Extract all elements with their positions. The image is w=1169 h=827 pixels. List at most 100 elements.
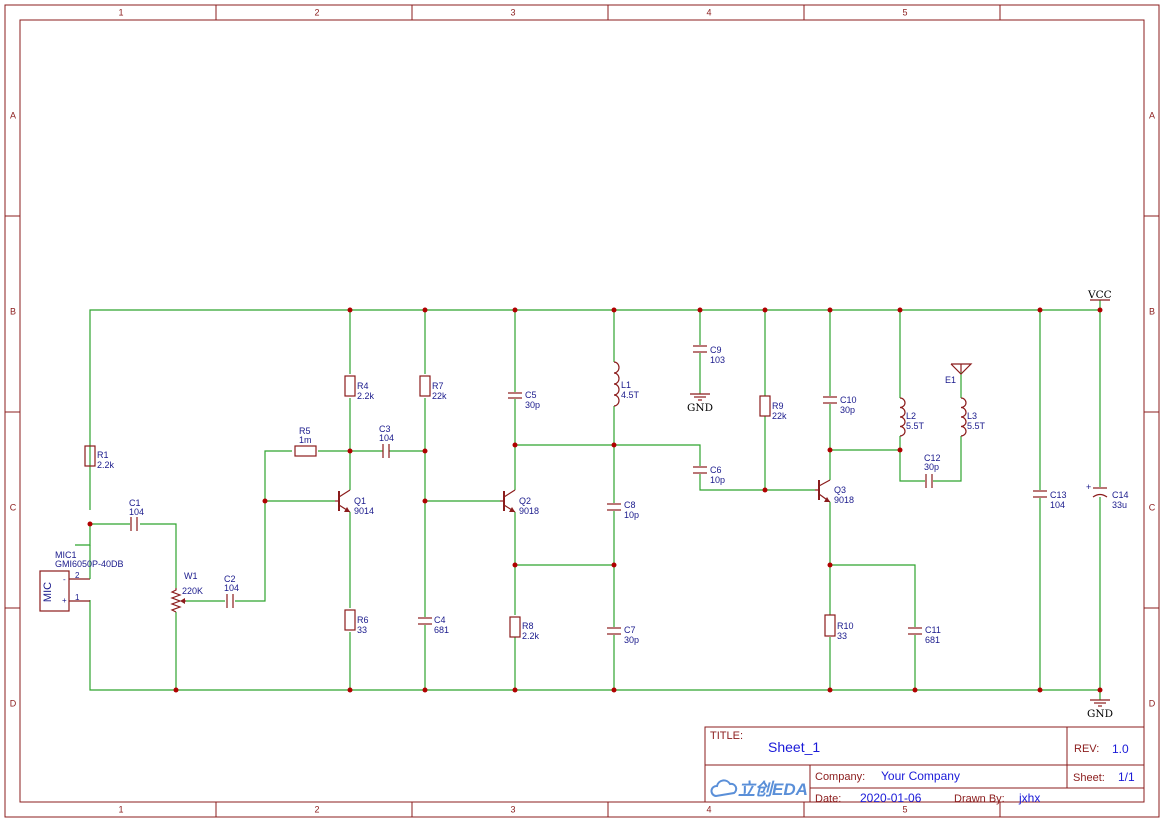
r1-ref: R1: [97, 450, 109, 460]
zone-row-c-left: C: [10, 502, 17, 512]
zone-row-d-left: D: [10, 698, 17, 708]
c14-plus: +: [1086, 482, 1091, 492]
resistor-r8[interactable]: R8 2.2k: [509, 616, 540, 641]
capacitor-c11[interactable]: C11 681: [908, 625, 941, 645]
c8-ref: C8: [624, 500, 636, 510]
l3-value: 5.5T: [967, 421, 986, 431]
microphone-mic1[interactable]: MIC1 GMI6050P-40DB MIC - + 2 1: [39, 545, 124, 612]
cloud-icon: [710, 779, 738, 798]
l1-ref: L1: [621, 380, 631, 390]
r9-value: 22k: [772, 411, 787, 421]
c9-value: 103: [710, 355, 725, 365]
inductor-l2[interactable]: L2 5.5T: [899, 397, 925, 437]
zone-col-2-bottom: 2: [314, 804, 319, 814]
c11-ref: C11: [925, 625, 941, 635]
r10-ref: R10: [837, 621, 854, 631]
rev-label: REV:: [1074, 743, 1099, 755]
c7-ref: C7: [624, 625, 636, 635]
gnd-symbol-c9: GND: [687, 393, 713, 414]
mic1-body-label: MIC: [42, 582, 54, 602]
zone-col-3-top: 3: [510, 7, 515, 17]
rev-value: 1.0: [1112, 742, 1129, 756]
zone-row-d-right: D: [1149, 698, 1156, 708]
resistor-r6[interactable]: R6 33: [344, 609, 369, 635]
inductor-l3[interactable]: L3 5.5T: [960, 397, 986, 437]
c14-ref: C14: [1112, 490, 1129, 500]
capacitor-c2[interactable]: C2 104: [224, 574, 239, 608]
l1-value: 4.5T: [621, 390, 640, 400]
capacitor-c3[interactable]: C3 104: [379, 424, 394, 458]
c14-value: 33u: [1112, 500, 1127, 510]
resistor-r4[interactable]: R4 2.2k: [344, 375, 375, 401]
capacitor-c5[interactable]: C5 30p: [508, 390, 540, 410]
resistor-r1[interactable]: R1 2.2k: [84, 445, 115, 470]
zone-col-2-top: 2: [314, 7, 319, 17]
resistor-r7[interactable]: R7 22k: [419, 375, 447, 401]
date-label: Date:: [815, 793, 841, 805]
transistor-q3[interactable]: Q3 9018: [815, 479, 854, 505]
c12-ref: C12: [924, 453, 941, 463]
title-label: TITLE:: [710, 730, 743, 742]
r8-ref: R8: [522, 621, 534, 631]
company-label: Company:: [815, 771, 865, 783]
mic1-pin-minus: -: [63, 575, 66, 584]
l2-ref: L2: [906, 411, 916, 421]
antenna-e1[interactable]: E1: [945, 363, 973, 385]
potentiometer-w1[interactable]: W1 220K: [170, 571, 203, 613]
mic1-pin2-number: 2: [75, 571, 80, 580]
gnd-label-c9: GND: [687, 402, 713, 414]
zone-col-4-bottom: 4: [706, 804, 711, 814]
c10-ref: C10: [840, 395, 857, 405]
zone-col-1-bottom: 1: [118, 804, 123, 814]
c5-value: 30p: [525, 400, 540, 410]
capacitor-c12[interactable]: C12 30p: [924, 453, 941, 488]
c6-ref: C6: [710, 465, 722, 475]
c9-ref: C9: [710, 345, 722, 355]
resistor-r5[interactable]: R5 1m: [294, 426, 317, 457]
r6-ref: R6: [357, 615, 369, 625]
c3-ref: C3: [379, 424, 391, 434]
resistor-r10[interactable]: R10 33: [824, 614, 854, 641]
capacitor-c7[interactable]: C7 30p: [607, 625, 639, 645]
c10-value: 30p: [840, 405, 855, 415]
zone-col-5-top: 5: [902, 7, 907, 17]
capacitor-c4[interactable]: C4 681: [418, 615, 449, 635]
capacitor-c9[interactable]: C9 103: [693, 345, 725, 365]
capacitor-c8[interactable]: C8 10p: [607, 500, 639, 520]
transistor-q1[interactable]: Q1 9014: [335, 489, 374, 516]
c13-ref: C13: [1050, 490, 1067, 500]
transistor-q2[interactable]: Q2 9018: [500, 489, 539, 516]
zone-col-1-top: 1: [118, 7, 123, 17]
r7-value: 22k: [432, 391, 447, 401]
r5-value: 1m: [299, 435, 312, 445]
r4-ref: R4: [357, 381, 369, 391]
inductor-l1[interactable]: L1 4.5T: [613, 361, 640, 407]
resistor-r9[interactable]: R9 22k: [759, 395, 787, 421]
r6-value: 33: [357, 625, 367, 635]
drawn-by-label: Drawn By:: [954, 793, 1005, 805]
capacitor-c10[interactable]: C10 30p: [823, 395, 857, 415]
sheet-label: Sheet:: [1073, 772, 1105, 784]
c13-value: 104: [1050, 500, 1065, 510]
zone-col-3-bottom: 3: [510, 804, 515, 814]
capacitor-c6[interactable]: C6 10p: [693, 465, 725, 485]
r8-value: 2.2k: [522, 631, 540, 641]
lceda-logo: 立创EDA: [710, 779, 808, 799]
capacitor-c13[interactable]: C13 104: [1033, 490, 1067, 510]
c8-value: 10p: [624, 510, 639, 520]
zone-col-5-bottom: 5: [902, 804, 907, 814]
w1-value: 220K: [182, 586, 203, 596]
q3-value: 9018: [834, 495, 854, 505]
mic1-pin-plus: +: [62, 596, 67, 605]
capacitor-c1[interactable]: C1 104: [129, 498, 144, 531]
logo-text: 立创EDA: [738, 780, 808, 799]
l2-value: 5.5T: [906, 421, 925, 431]
gnd-symbol-main: GND: [1087, 699, 1113, 720]
r5-ref: R5: [299, 426, 311, 436]
c6-value: 10p: [710, 475, 725, 485]
capacitor-c14-electrolytic[interactable]: + C14 33u: [1086, 482, 1129, 510]
wires: [75, 300, 1101, 700]
q2-ref: Q2: [519, 496, 531, 506]
r7-ref: R7: [432, 381, 444, 391]
q1-ref: Q1: [354, 496, 366, 506]
